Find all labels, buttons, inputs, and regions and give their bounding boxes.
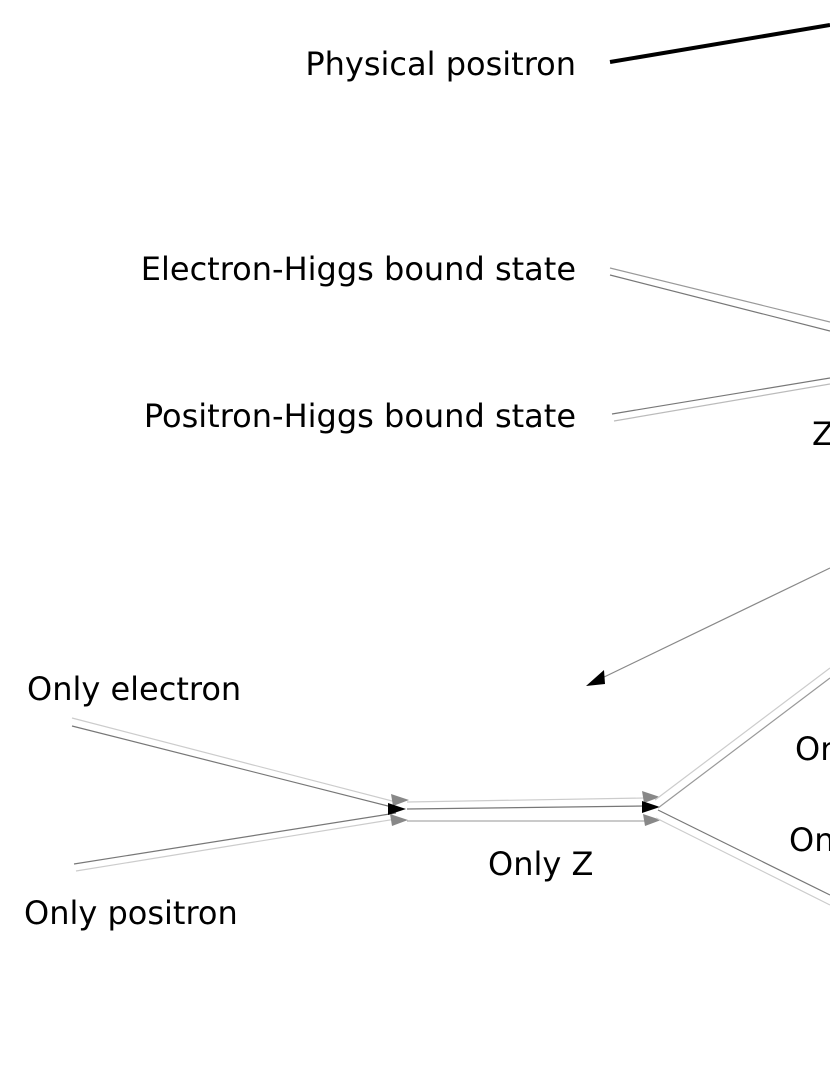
electron-higgs-double-line: [609, 267, 830, 332]
arrowhead-icon: [388, 803, 406, 815]
label-only-z: Only Z: [488, 845, 593, 883]
outgoing-upper-double-line: [654, 667, 830, 809]
label-only-partial-1: On: [795, 730, 830, 768]
physical-positron-line: [609, 23, 830, 64]
label-only-positron: Only positron: [24, 894, 238, 932]
arrowhead-icon: [391, 794, 409, 806]
transition-arrow: [586, 567, 830, 686]
label-positron-higgs-bound-state: Positron-Higgs bound state: [144, 397, 576, 435]
arrowhead-icon: [642, 801, 660, 813]
only-positron-double-line: [73, 812, 397, 872]
only-z-propagator: [406, 797, 646, 822]
label-only-partial-2: On: [789, 821, 830, 859]
label-physical-positron: Physical positron: [305, 45, 576, 83]
arrowhead-icon: [643, 814, 661, 826]
label-z-partial: Z: [812, 415, 830, 453]
arrowhead-icon: [586, 670, 605, 686]
arrowhead-icon: [642, 791, 660, 803]
label-only-electron: Only electron: [27, 670, 241, 708]
positron-higgs-double-line: [611, 377, 830, 422]
arrowhead-icon: [390, 814, 408, 826]
only-electron-double-line: [71, 717, 397, 809]
label-electron-higgs-bound-state: Electron-Higgs bound state: [141, 250, 576, 288]
outgoing-lower-double-line: [655, 809, 830, 906]
